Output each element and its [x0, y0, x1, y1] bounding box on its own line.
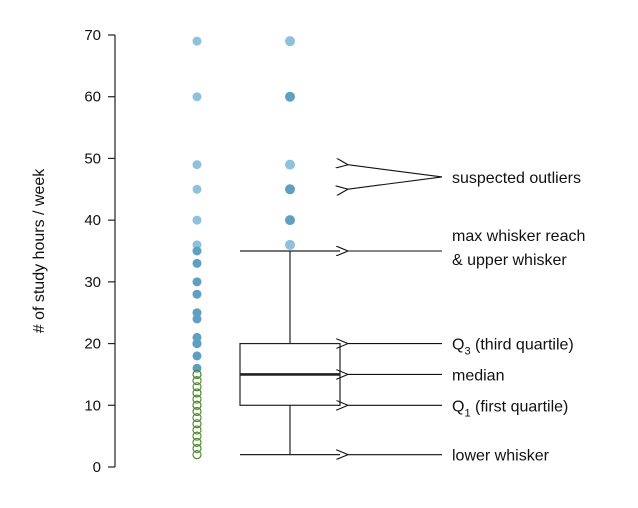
outlier-point — [285, 91, 295, 102]
y-tick-label: 10 — [84, 397, 101, 414]
outlier-point — [285, 36, 295, 47]
data-point-open — [192, 437, 202, 447]
y-tick-label: 30 — [84, 274, 101, 291]
data-point — [192, 339, 202, 349]
y-tick-label: 0 — [93, 459, 101, 476]
data-point — [192, 258, 202, 268]
annotation-arrow — [347, 165, 443, 178]
y-tick-label: 60 — [84, 89, 101, 106]
data-point — [192, 351, 202, 361]
annotation-3: median — [347, 367, 504, 384]
data-point-outlier — [192, 184, 202, 194]
data-point-open — [192, 443, 202, 453]
data-point-outlier — [192, 240, 202, 250]
data-point-open — [192, 419, 202, 429]
data-point — [192, 289, 202, 299]
data-point — [192, 246, 202, 256]
annotation-5: lower whisker — [347, 448, 550, 465]
data-point-outlier — [192, 160, 202, 170]
annotation-arrow — [347, 176, 443, 189]
data-point — [192, 332, 202, 342]
annotation-label: max whisker reach — [452, 228, 585, 245]
dot-plot — [192, 36, 202, 460]
data-point-open — [192, 394, 202, 404]
data-point-open — [192, 388, 202, 398]
y-axis-label: # of study hours / week — [31, 168, 48, 334]
y-tick-label: 40 — [84, 212, 101, 229]
y-tick-label: 70 — [84, 27, 101, 44]
annotation-label: suspected outliers — [452, 170, 581, 187]
data-point-outlier — [192, 215, 202, 225]
annotation-0: suspected outliers — [347, 165, 581, 190]
annotation-label: lower whisker — [452, 448, 550, 465]
data-point-outlier — [192, 92, 202, 102]
data-point — [192, 363, 202, 373]
annotation-label: median — [452, 367, 504, 384]
annotation-label: & upper whisker — [452, 252, 567, 269]
y-tick-label: 50 — [84, 150, 101, 167]
outlier-point — [285, 159, 295, 170]
annotation-1: max whisker reach & upper whisker — [347, 228, 585, 269]
data-point-outlier — [192, 36, 202, 46]
annotations: suspected outliers max whisker reach & upp… — [347, 165, 585, 465]
data-point — [192, 314, 202, 324]
data-point — [192, 308, 202, 318]
data-point-open — [192, 406, 202, 416]
data-point-open — [192, 431, 202, 441]
data-point-open — [192, 369, 202, 379]
data-point-open — [192, 450, 202, 460]
annotation-4: Q1 (first quartile) — [347, 398, 568, 419]
annotation-label: Q1 (first quartile) — [452, 398, 568, 419]
y-axis: 0 10 20 30 40 50 60 70 — [84, 27, 116, 476]
data-point-open — [192, 400, 202, 410]
annotation-2: Q3 (third quartile) — [347, 337, 574, 358]
y-tick-label: 20 — [84, 336, 101, 353]
data-point-open — [192, 425, 202, 435]
outlier-point — [285, 184, 295, 195]
data-point-open — [192, 376, 202, 386]
data-point-open — [192, 413, 202, 423]
outlier-point — [285, 215, 295, 226]
outlier-point — [285, 239, 295, 250]
annotation-label: Q3 (third quartile) — [452, 337, 574, 358]
data-point — [192, 277, 202, 287]
data-point-open — [192, 382, 202, 392]
box-plot — [239, 36, 341, 456]
